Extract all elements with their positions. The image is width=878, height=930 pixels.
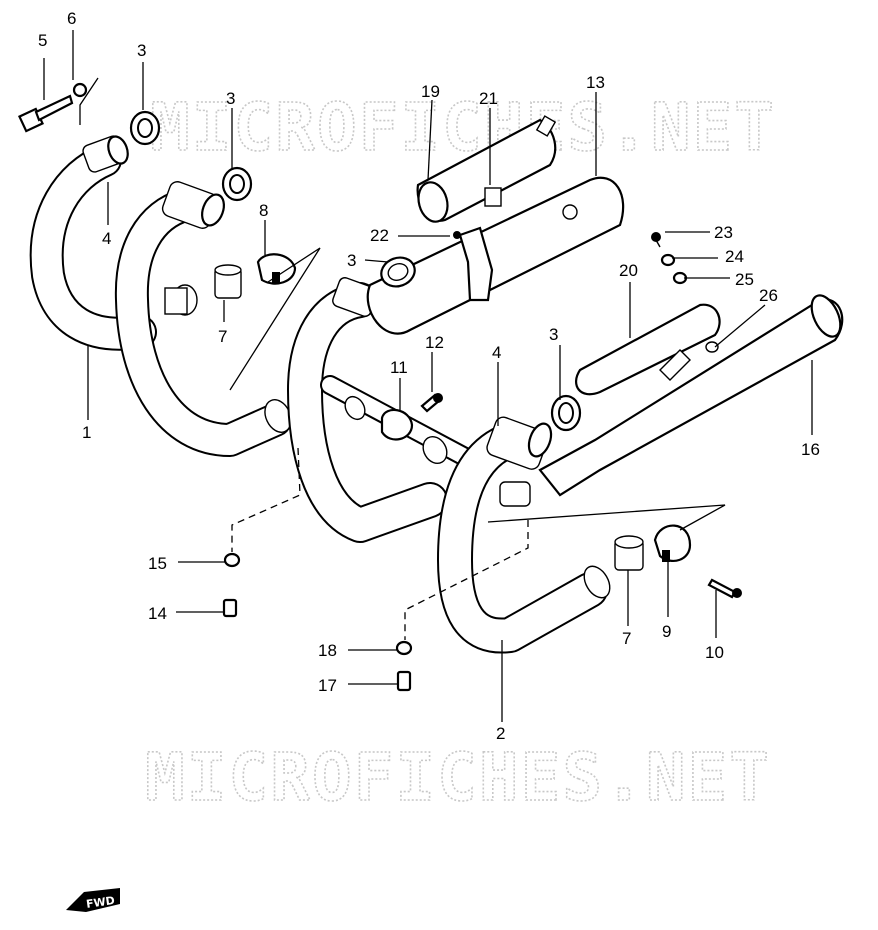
muffler-13 [366, 176, 625, 335]
part-label-1: 1 [82, 423, 91, 442]
nut-18 [395, 640, 413, 656]
reference-line-5-6 [79, 77, 99, 125]
gasket-ring-3b [221, 166, 253, 202]
part-label-20: 20 [619, 261, 638, 280]
part-label-23: 23 [714, 223, 733, 242]
heat-shield-20 [575, 303, 721, 396]
part-label-21: 21 [479, 89, 498, 108]
part-label-3: 3 [226, 89, 235, 108]
reference-line-8 [229, 247, 321, 391]
bolt-23 [651, 232, 661, 248]
bolt-10 [707, 578, 742, 599]
part-label-9: 9 [662, 622, 671, 641]
sleeve-7a [214, 264, 242, 299]
nut-15 [223, 552, 241, 568]
clamp-9 [653, 524, 692, 562]
part-label-11: 11 [390, 358, 408, 377]
bracket-22 [453, 226, 494, 302]
gasket-ring-3a [129, 110, 161, 146]
assembly-line-right [404, 520, 529, 640]
part-label-16: 16 [801, 440, 820, 459]
leader-lines [43, 30, 813, 722]
part-label-6: 6 [67, 9, 76, 28]
part-label-7: 7 [622, 629, 631, 648]
part-label-3: 3 [347, 251, 356, 270]
exhaust-pipe-1 [29, 135, 157, 351]
part-label-8: 8 [259, 201, 268, 220]
reference-line-9 [487, 504, 726, 531]
heat-shield-19 [416, 115, 557, 223]
part-label-17: 17 [318, 676, 337, 695]
bolt-14 [222, 598, 238, 618]
bolt-17 [396, 670, 412, 692]
part-label-13: 13 [586, 73, 605, 92]
part-label-3: 3 [549, 325, 558, 344]
part-label-19: 19 [421, 82, 440, 101]
assembly-line-left [231, 447, 301, 552]
forward-arrow-icon: FWD [66, 888, 120, 912]
muffler-16 [538, 294, 844, 497]
part-label-18: 18 [318, 641, 337, 660]
sleeve-7b [614, 535, 644, 571]
part-label-24: 24 [725, 247, 744, 266]
part-label-22: 22 [370, 226, 389, 245]
exhaust-pipe-middle [114, 181, 292, 457]
part-label-7: 7 [218, 327, 227, 346]
bolt-12 [420, 393, 443, 413]
part-label-10: 10 [705, 643, 724, 662]
part-label-25: 25 [735, 270, 754, 289]
nut-6 [72, 82, 88, 98]
grommet-26 [705, 341, 719, 353]
exhaust-pipe-2 [437, 416, 611, 654]
clamp-8 [256, 253, 297, 285]
bolt-5 [18, 94, 74, 133]
clamp-11 [380, 408, 414, 441]
part-label-14: 14 [148, 604, 167, 623]
part-label-5: 5 [38, 31, 47, 50]
gasket-ring-3d [550, 394, 582, 432]
watermark-top: MICROFICHES.NET [150, 89, 776, 166]
part-label-4: 4 [492, 343, 501, 362]
watermark-bottom: MICROFICHES.NET [145, 739, 771, 816]
washer-24 [660, 253, 676, 267]
fwd-label: FWD [85, 894, 115, 911]
part-label-15: 15 [148, 554, 167, 573]
part-label-26: 26 [759, 286, 778, 305]
part-label-4: 4 [102, 229, 111, 248]
part-label-2: 2 [496, 724, 505, 743]
part-label-12: 12 [425, 333, 444, 352]
part-label-3: 3 [137, 41, 146, 60]
